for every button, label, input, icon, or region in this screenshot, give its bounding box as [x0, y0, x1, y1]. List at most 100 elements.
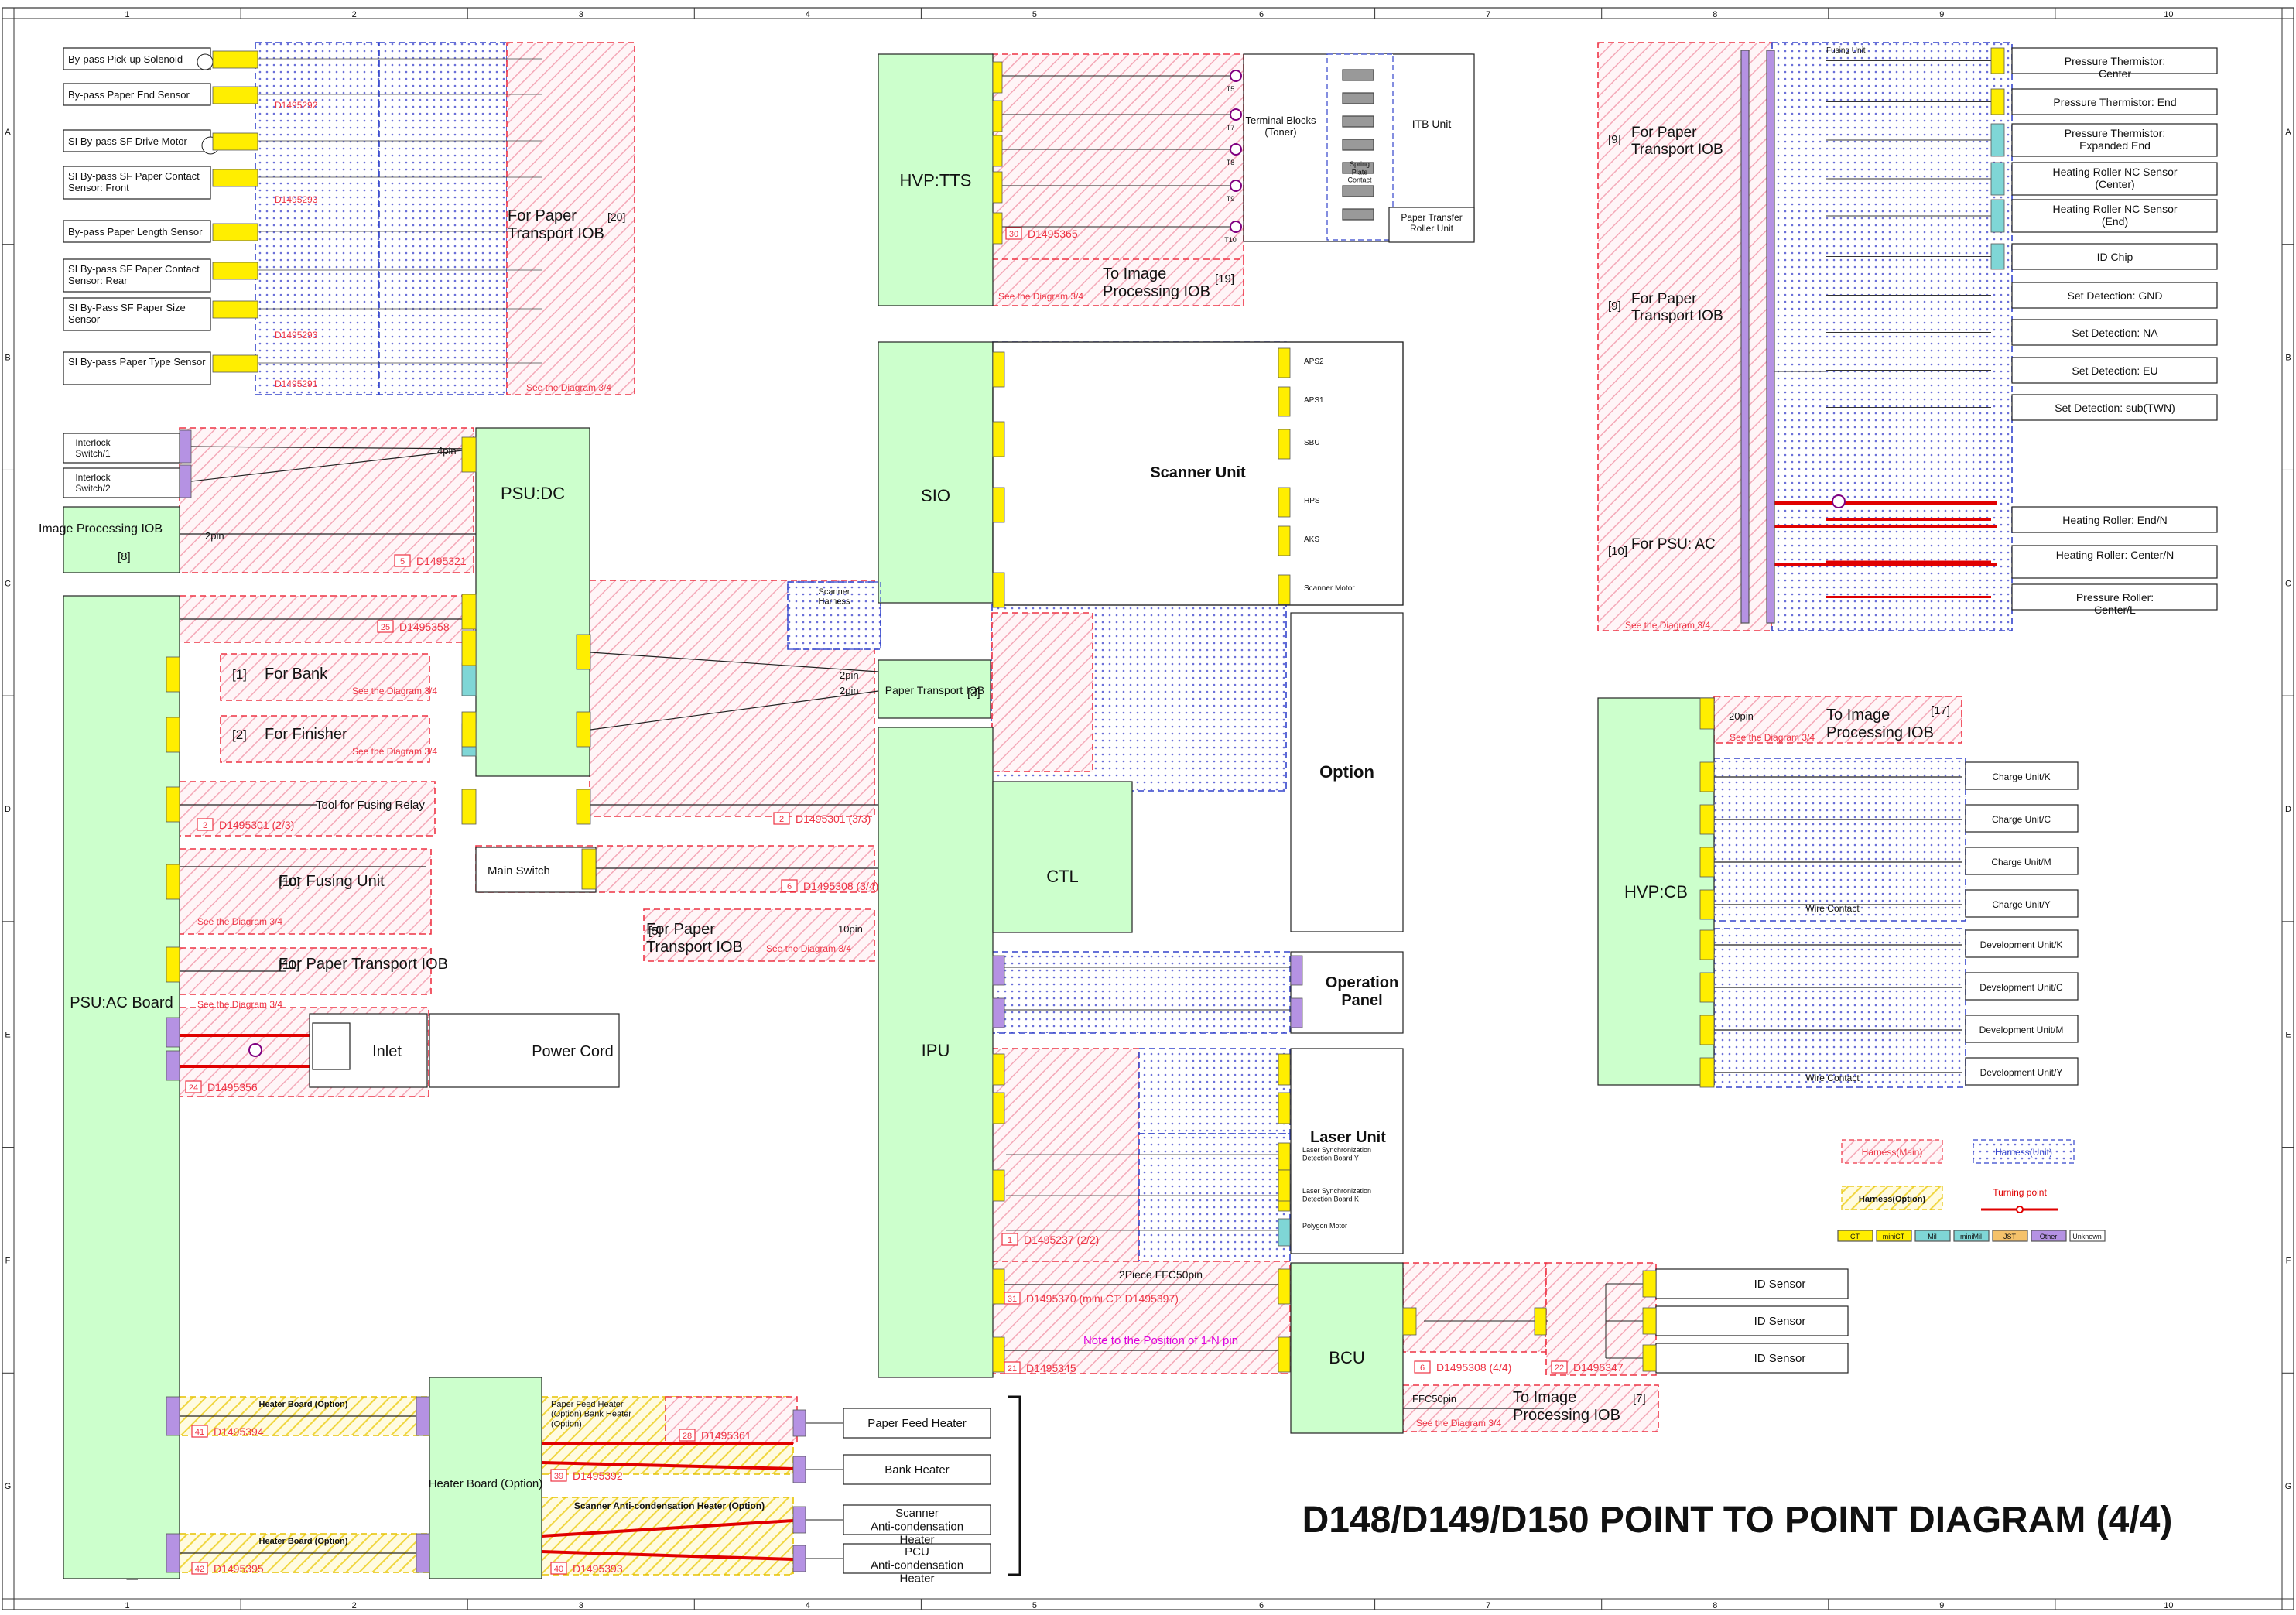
harness-bypass-unit [255, 42, 380, 395]
bypass-connector [212, 300, 258, 319]
wire-contact-label: Wire Contact [1805, 903, 1860, 914]
psu-ac-connector [166, 717, 180, 753]
id-relay-connector [1534, 1307, 1547, 1336]
fusing-component-label: ID Chip [2097, 251, 2133, 263]
scanner-part-connector [1278, 487, 1291, 518]
grid-col-label: 4 [806, 10, 810, 19]
psu-dc-connector [461, 630, 477, 666]
harness-scanner [787, 581, 881, 650]
tts-connector [992, 212, 1003, 245]
bypass-component-box [63, 351, 211, 385]
ipu-bcu-connector [992, 1268, 1005, 1305]
development-unit-label: Development Unit/C [1979, 982, 2063, 993]
tts-terminal-label: T10 [1224, 236, 1237, 244]
fusing-component-box [2011, 88, 2218, 115]
paper-transport-iob-num: [3] [967, 686, 980, 700]
right-iob-num: [9] [1608, 133, 1621, 146]
scanner-harness-outline [787, 581, 881, 650]
right-iob-label: For PSU: AC [1631, 536, 1716, 553]
ipu-harness-num: [19] [1215, 272, 1234, 286]
heater-box [843, 1454, 991, 1485]
id-sensor-connector [1642, 1307, 1657, 1335]
spring-plate-contact [1342, 208, 1374, 221]
hvpcb-connector [1699, 1057, 1715, 1088]
legend-type-label: Other [2040, 1233, 2058, 1240]
hvp-cb-board-label: HVP:CB [1624, 882, 1688, 902]
ipu-laser-connector [992, 1169, 1005, 1202]
development-unit-box [1965, 1015, 2079, 1043]
pin-label: 4pin [437, 445, 457, 457]
id-sensor-connector [1642, 1344, 1657, 1372]
legend-type-swatch [1914, 1230, 1951, 1242]
code-42-num [191, 1562, 208, 1575]
heater-box [843, 1504, 991, 1535]
psu-dc-connector [461, 436, 477, 473]
code-2b-numtext: 2 [779, 815, 784, 824]
grid-row-label: A [5, 128, 11, 137]
psu-ac-heater-connector [166, 1533, 180, 1573]
scanner-part-connector [1278, 347, 1291, 378]
harness-charge [1713, 758, 1966, 922]
legend-type-label: JST [2003, 1233, 2017, 1240]
ffc-label: 2Piece FFC50pin [1119, 1268, 1203, 1281]
inlet-label: Inlet [372, 1043, 402, 1060]
fusing-connector [1990, 47, 2005, 74]
ipu-panel-connector [992, 955, 1005, 986]
heater-harness-bottom: Heater Board (Option) [259, 1537, 348, 1546]
fusing-component-box [2011, 123, 2218, 157]
grid-col-label: 6 [1259, 1601, 1264, 1610]
bypass-component-box [63, 83, 211, 106]
bypass-connector [212, 86, 258, 104]
grid-col-label: 3 [579, 10, 583, 19]
hvp-tts-board-label: HVP:TTS [900, 171, 972, 190]
harness-sio-misc [991, 612, 1093, 772]
harness-image-iob-19 [991, 258, 1244, 306]
id-sensor-label: ID Sensor [1754, 1352, 1806, 1365]
fusing-component-box [2011, 319, 2218, 346]
code-6b: D1495308 (4/4) [1436, 1361, 1511, 1374]
grid-row-label: D [2285, 805, 2291, 814]
legend-type-label: miniCT [1883, 1233, 1905, 1240]
code-5-numtext: 5 [400, 557, 405, 566]
code-25-num [377, 620, 394, 633]
grid-row-label: F [5, 1256, 11, 1265]
grid-col-label: 2 [352, 1601, 357, 1610]
grid-row-label: E [5, 1031, 10, 1040]
pin-label: 2pin [840, 669, 859, 681]
grid-col-label: 7 [1486, 10, 1490, 19]
fusing-component-label: Heating Roller: Center/N [2056, 549, 2175, 561]
hvpcb-connector [1699, 761, 1715, 792]
laser-connector [1278, 1092, 1291, 1124]
tts-terminal-icon [1230, 221, 1242, 233]
code-31-num [1004, 1292, 1021, 1305]
hvpcb-connector [1699, 847, 1715, 878]
code-42: D1495395 [214, 1562, 264, 1575]
code-2b-num [773, 812, 790, 825]
code-42-numtext: 42 [195, 1565, 204, 1574]
bypass-component-box [63, 220, 211, 243]
scanner-part-label: APS1 [1304, 396, 1324, 405]
fusing-component-box [2011, 357, 2218, 384]
grid-col-label: 3 [579, 1601, 583, 1610]
code-24-num [185, 1080, 202, 1093]
psu-ac-harness-see: See the Diagram 3/4 [197, 916, 282, 927]
legend-turning: Turning point [1993, 1187, 2047, 1198]
laser-unit-label: Laser Unit [1310, 1129, 1386, 1146]
bypass-component-label: By-pass Paper Length Sensor [68, 226, 203, 238]
fusing-component-box [2011, 394, 2218, 421]
pin-label: 2pin [205, 530, 224, 542]
pin-label: 2pin [840, 685, 859, 696]
ctl-board-label: CTL [1046, 867, 1079, 886]
hvpcb-connector [1699, 889, 1715, 920]
bypass-connector [212, 354, 258, 373]
fusing-component-label: Set Detection: sub(TWN) [2055, 402, 2175, 414]
scanner-part-label: HPS [1304, 497, 1320, 505]
grid-col-label: 7 [1486, 1601, 1490, 1610]
psu-ac-harness-label: For Bank [265, 666, 328, 683]
scanner-part-label: APS2 [1304, 358, 1324, 366]
sio-board-label: SIO [921, 486, 950, 505]
